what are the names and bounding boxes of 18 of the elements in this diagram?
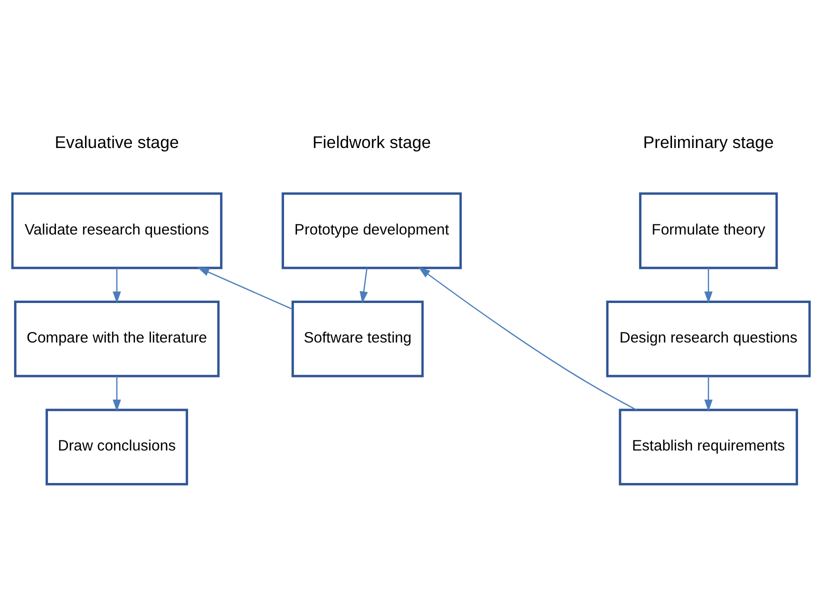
node-box: Formulate theory: [639, 192, 778, 270]
node-box: Establish requirements: [618, 408, 798, 486]
label: Evaluative stage: [54, 132, 179, 152]
arrow: [112, 268, 121, 304]
label: Fieldwork stage: [312, 132, 431, 152]
arrow: [112, 376, 121, 412]
arrow: [360, 268, 368, 304]
arrow: [197, 267, 293, 310]
node-box: Software testing: [292, 300, 424, 378]
arrow: [418, 267, 637, 410]
node-box: Validate research questions: [11, 192, 222, 270]
node-box: Draw conclusions: [46, 408, 188, 486]
node-box: Prototype development: [282, 192, 462, 270]
arrow: [704, 268, 713, 304]
node-box: Compare with the literature: [14, 300, 220, 378]
node-box: Design research questions: [606, 300, 811, 378]
label: Preliminary stage: [643, 132, 774, 152]
arrow: [704, 376, 713, 412]
